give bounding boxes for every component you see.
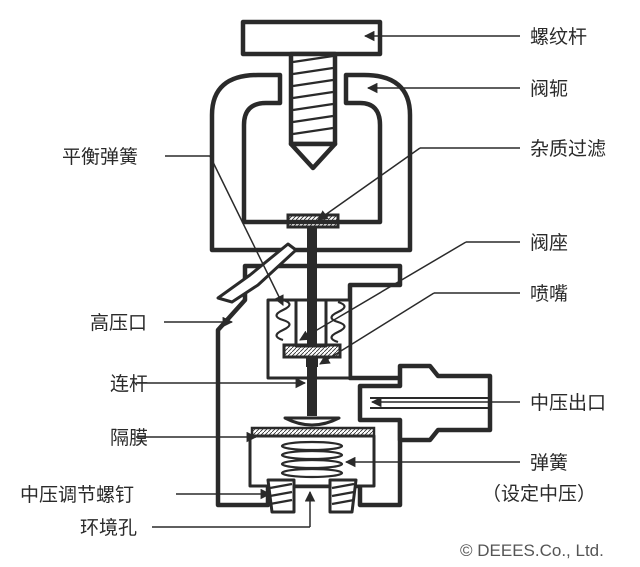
connecting-rod bbox=[307, 226, 317, 416]
valve-yoke bbox=[209, 72, 413, 253]
label-high-pressure-port: 高压口 bbox=[90, 312, 147, 334]
mp-outlet-hose bbox=[357, 363, 493, 443]
label-screw-rod: 螺纹杆 bbox=[530, 26, 587, 48]
label-spring: 弹簧 bbox=[530, 452, 568, 474]
mp-adjust-screw bbox=[266, 478, 358, 514]
label-mp-outlet: 中压出口 bbox=[530, 392, 606, 414]
impurity-filter bbox=[286, 213, 340, 229]
screw-rod bbox=[240, 19, 383, 171]
label-diaphragm: 隔膜 bbox=[110, 427, 148, 449]
label-nozzle: 喷嘴 bbox=[530, 283, 568, 305]
copyright-text: © DEEES.Co., Ltd. bbox=[460, 541, 604, 560]
label-connecting-rod: 连杆 bbox=[110, 373, 148, 395]
label-valve-seat: 阀座 bbox=[530, 232, 568, 254]
label-balance-spring: 平衡弹簧 bbox=[62, 146, 138, 168]
label-valve-yoke: 阀轭 bbox=[530, 78, 568, 100]
leader-lines bbox=[136, 30, 520, 528]
balance-spring bbox=[275, 298, 346, 344]
label-impurity-filter: 杂质过滤 bbox=[530, 138, 606, 160]
label-mp-adjust-screw: 中压调节螺钉 bbox=[20, 484, 134, 506]
main-spring bbox=[280, 440, 344, 479]
label-ambient-hole: 环境孔 bbox=[80, 517, 137, 539]
label-spring-note: （设定中压） bbox=[482, 483, 596, 505]
